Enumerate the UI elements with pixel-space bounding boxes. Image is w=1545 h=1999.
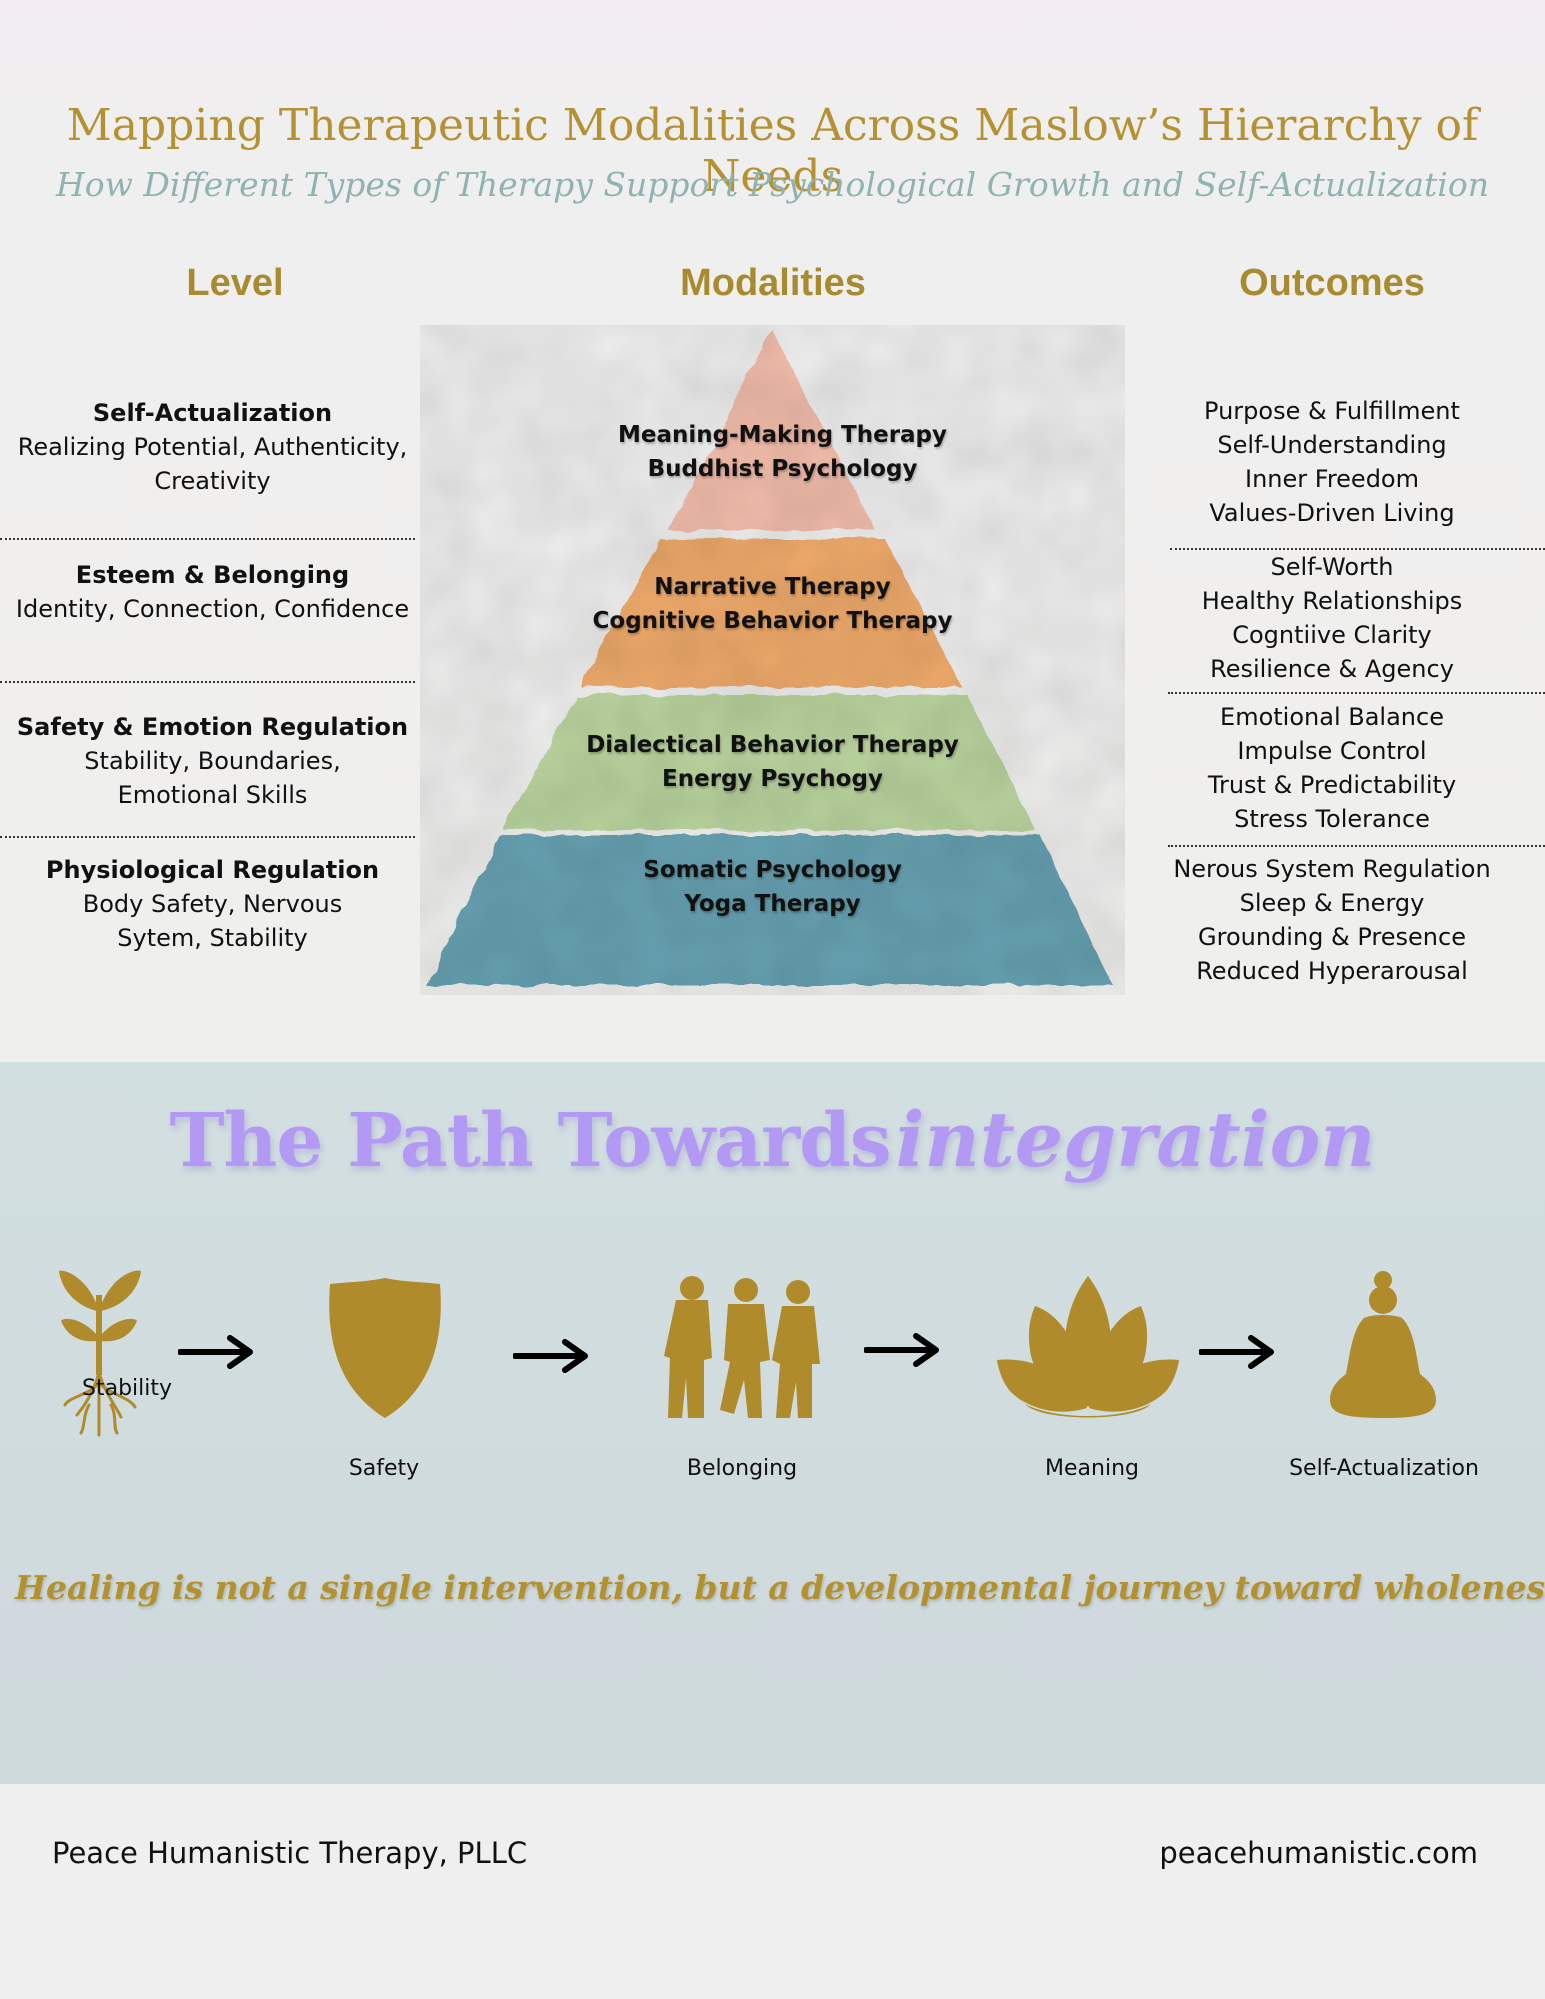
level-description: Body Safety, Nervous Sytem, Stability [82, 890, 343, 952]
outcomes-group-4: Nerous System Regulation Sleep & Energy … [1155, 852, 1509, 988]
path-title-plain: The Path Towards [169, 1098, 891, 1184]
footer-background [0, 1784, 1545, 1999]
column-header-outcomes: Outcomes [1239, 262, 1425, 304]
modality-label-top: Meaning-Making Therapy Buddhist Psycholo… [617, 422, 948, 482]
footer-company-name: Peace Humanistic Therapy, PLLC [52, 1836, 528, 1870]
step-label-self-actualization: Self-Actualization [1289, 1456, 1479, 1481]
outcomes-group-1: Purpose & Fulfillment Self-Understanding… [1155, 394, 1509, 530]
level-physiological-regulation: Physiological Regulation Body Safety, Ne… [0, 853, 425, 955]
divider [1168, 845, 1545, 847]
outcome-item: Emotional Balance [1220, 703, 1444, 731]
level-description: Realizing Potential, Authenticity, Creat… [17, 433, 408, 495]
footer-website[interactable]: peacehumanistic.com [1159, 1836, 1478, 1870]
path-section-title: The Path Towards integration [0, 1095, 1545, 1184]
arrow-right-icon [178, 1335, 253, 1369]
path-section-background [0, 1062, 1545, 1784]
outcome-item: Reduced Hyperarousal [1196, 957, 1468, 985]
shield-icon [329, 1278, 441, 1418]
step-label-belonging: Belonging [686, 1456, 798, 1481]
arrow-right-icon [513, 1339, 588, 1373]
modality-label-second: Narrative Therapy Cognitive Behavior The… [592, 574, 953, 634]
modality-label-third: Dialectical Behavior Therapy Energy Psyc… [586, 732, 959, 792]
step-label-safety: Safety [348, 1456, 420, 1481]
pyramid-tier-third [503, 695, 1035, 830]
arrow-right-icon [1199, 1335, 1274, 1369]
page-subtitle: How Different Types of Therapy Support P… [55, 165, 1489, 204]
outcome-item: Impulse Control [1237, 737, 1427, 765]
sprout-icon [59, 1270, 141, 1437]
divider [0, 538, 415, 540]
level-esteem-belonging: Esteem & Belonging Identity, Connection,… [0, 558, 425, 626]
divider [0, 836, 415, 838]
level-self-actualization: Self-Actualization Realizing Potential, … [0, 396, 425, 498]
level-name: Safety & Emotion Regulation [16, 713, 409, 741]
outcome-item: Inner Freedom [1245, 465, 1419, 493]
level-description: Identity, Connection, Confidence [15, 595, 410, 623]
step-label-meaning: Meaning [1045, 1456, 1139, 1481]
outcome-item: Healthy Relationships [1201, 587, 1463, 615]
outcome-item: Trust & Predictability [1207, 771, 1457, 799]
level-name: Esteem & Belonging [75, 561, 350, 589]
outcome-item: Purpose & Fulfillment [1204, 397, 1460, 425]
outcomes-group-2: Self-Worth Healthy Relationships Cogntii… [1155, 550, 1509, 686]
pyramid-tier-base [425, 835, 1113, 985]
outcome-item: Grounding & Presence [1198, 923, 1466, 951]
divider [1170, 548, 1545, 550]
page-title: Mapping Therapeutic Modalities Across Ma… [66, 100, 1479, 202]
outcome-item: Self-Understanding [1217, 431, 1447, 459]
outcome-item: Stress Tolerance [1234, 805, 1430, 833]
divider [1168, 692, 1545, 694]
closing-quote: Healing is not a single intervention, bu… [14, 1568, 1545, 1607]
pyramid-tier-second [580, 539, 962, 687]
level-safety-emotion-regulation: Safety & Emotion Regulation Stability, B… [0, 710, 425, 812]
column-header-modalities: Modalities [680, 262, 866, 304]
outcome-item: Sleep & Energy [1239, 889, 1425, 917]
outcome-item: Resilience & Agency [1210, 655, 1454, 683]
step-label-stability: Stability [82, 1376, 173, 1401]
level-name: Physiological Regulation [45, 856, 380, 884]
arrow-right-icon [864, 1333, 939, 1367]
outcomes-group-3: Emotional Balance Impulse Control Trust … [1155, 700, 1509, 836]
outcome-item: Values-Driven Living [1209, 499, 1455, 527]
pyramid-diagram [425, 329, 1113, 985]
divider [0, 681, 415, 683]
pyramid-tier-top [668, 329, 875, 530]
outcome-item: Self-Worth [1270, 553, 1394, 581]
outcome-item: Nerous System Regulation [1173, 855, 1491, 883]
modality-label-base: Somatic Psychology Yoga Therapy [643, 857, 902, 917]
level-description: Stability, Boundaries, Emotional Skills [84, 747, 341, 809]
level-name: Self-Actualization [92, 399, 333, 427]
lotus-icon [997, 1276, 1179, 1418]
path-title-script: integration [895, 1095, 1376, 1184]
meditation-icon [1330, 1271, 1436, 1418]
people-icon [664, 1276, 820, 1418]
outcome-item: Cogntiive Clarity [1232, 621, 1432, 649]
column-header-level: Level [186, 262, 284, 304]
